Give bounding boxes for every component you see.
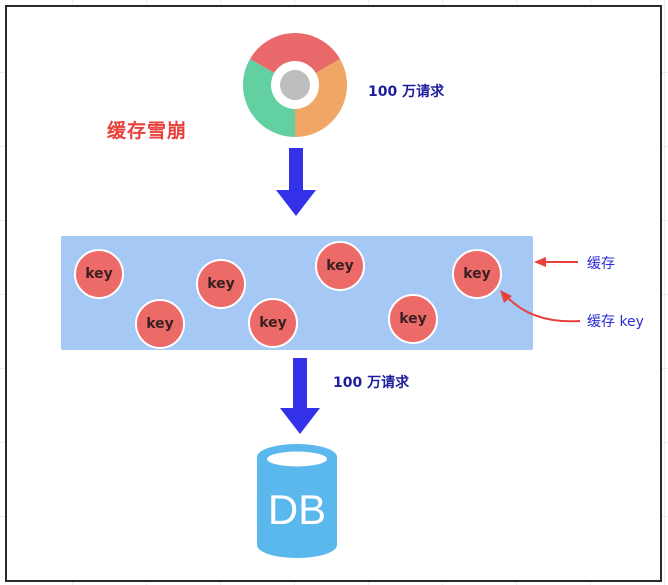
database-icon (257, 444, 337, 558)
cache-pointer-arrow (534, 257, 578, 267)
flow-arrow-down-top (276, 148, 316, 216)
diagram-title: 缓存雪崩 (107, 120, 188, 142)
cache-key-pointer-arrow (500, 290, 581, 323)
cache-key: key (315, 241, 365, 291)
cache-key: key (74, 249, 124, 299)
top-request-label: 100 万请求 (368, 84, 445, 100)
bottom-request-label: 100 万请求 (333, 375, 410, 391)
cache-key: key (452, 249, 502, 299)
cache-key-label: 缓存 key (587, 314, 644, 330)
database-label: DB (267, 486, 327, 533)
cache-key: key (248, 298, 298, 348)
browser-chrome-icon (243, 33, 347, 137)
cache-key: key (388, 294, 438, 344)
cache-key: key (135, 299, 185, 349)
cache-key: key (196, 259, 246, 309)
cache-label: 缓存 (587, 256, 615, 272)
flow-arrow-down-bottom (280, 358, 320, 434)
